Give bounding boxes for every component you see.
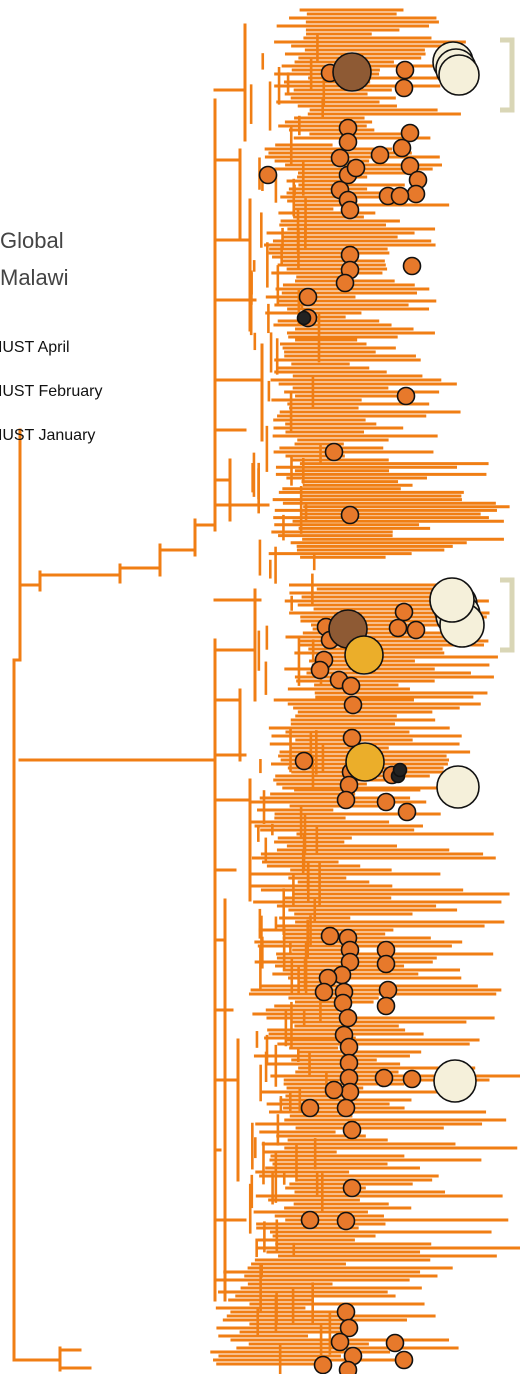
tip-marker-global	[338, 1360, 358, 1374]
tip-marker-global	[336, 790, 356, 810]
tip-marker-global	[336, 1302, 356, 1322]
clade-brackets	[500, 37, 515, 653]
tip-marker-global	[343, 695, 363, 715]
tip-marker-global	[402, 1069, 422, 1089]
clade-bracket-lower	[500, 577, 515, 653]
tip-marker-global	[336, 1098, 356, 1118]
tip-marker-global	[378, 980, 398, 1000]
tip-marker-global	[406, 184, 426, 204]
tip-marker-global	[342, 1178, 362, 1198]
tip-marker-global	[406, 620, 426, 640]
tip-marker-global	[395, 60, 415, 80]
tip-marker-global	[335, 273, 355, 293]
tip-marker-global	[342, 728, 362, 748]
tip-marker-global	[258, 165, 278, 185]
tip-marker-must-april	[345, 742, 385, 782]
tip-marker-global	[339, 1037, 359, 1057]
tip-marker-global	[346, 158, 366, 178]
tip-marker-global	[294, 751, 314, 771]
tip-marker-global	[376, 954, 396, 974]
tip-marker-global	[396, 386, 416, 406]
tip-marker-global	[370, 145, 390, 165]
tip-marker-must-january	[296, 310, 312, 326]
tip-marker-malawi	[332, 52, 372, 92]
tip-marker-must-january	[392, 762, 408, 778]
tip-marker-global	[340, 1082, 360, 1102]
tip-marker-global	[324, 1080, 344, 1100]
tip-marker-global	[340, 200, 360, 220]
tip-marker-global	[341, 676, 361, 696]
tip-marker-global	[390, 186, 410, 206]
tip-marker-global	[338, 1008, 358, 1028]
tip-marker-global	[339, 1318, 359, 1338]
tip-marker-global	[300, 1210, 320, 1230]
tip-marker-global	[376, 996, 396, 1016]
tip-marker-must-february	[436, 765, 480, 809]
tip-marker-global	[320, 926, 340, 946]
tip-marker-global	[338, 132, 358, 152]
clade-bracket-upper	[500, 37, 515, 113]
tree-branches	[12, 8, 520, 1374]
tip-marker-global	[374, 1068, 394, 1088]
tip-marker-must-february	[429, 577, 475, 623]
tip-marker-global	[394, 78, 414, 98]
tip-marker-global	[394, 602, 414, 622]
tip-marker-global	[340, 505, 360, 525]
tip-marker-global	[342, 1120, 362, 1140]
tip-marker-must-february	[433, 1059, 477, 1103]
tip-markers	[258, 41, 485, 1374]
tip-marker-global	[336, 1211, 356, 1231]
tip-marker-must-february	[438, 54, 480, 96]
tip-marker-global	[400, 123, 420, 143]
tip-marker-global	[330, 148, 350, 168]
tip-marker-global	[392, 138, 412, 158]
tip-marker-global	[310, 660, 330, 680]
tip-marker-global	[324, 442, 344, 462]
tip-marker-global	[314, 982, 334, 1002]
tip-marker-global	[376, 792, 396, 812]
tip-marker-global	[394, 1350, 414, 1370]
tip-marker-must-april	[344, 635, 384, 675]
tip-marker-global	[402, 256, 422, 276]
tip-marker-global	[330, 1332, 350, 1352]
tip-marker-global	[313, 1355, 333, 1374]
tip-marker-global	[388, 618, 408, 638]
tip-marker-global	[298, 287, 318, 307]
tip-marker-global	[400, 156, 420, 176]
tip-marker-global	[385, 1333, 405, 1353]
tip-marker-global	[300, 1098, 320, 1118]
tip-marker-global	[397, 802, 417, 822]
